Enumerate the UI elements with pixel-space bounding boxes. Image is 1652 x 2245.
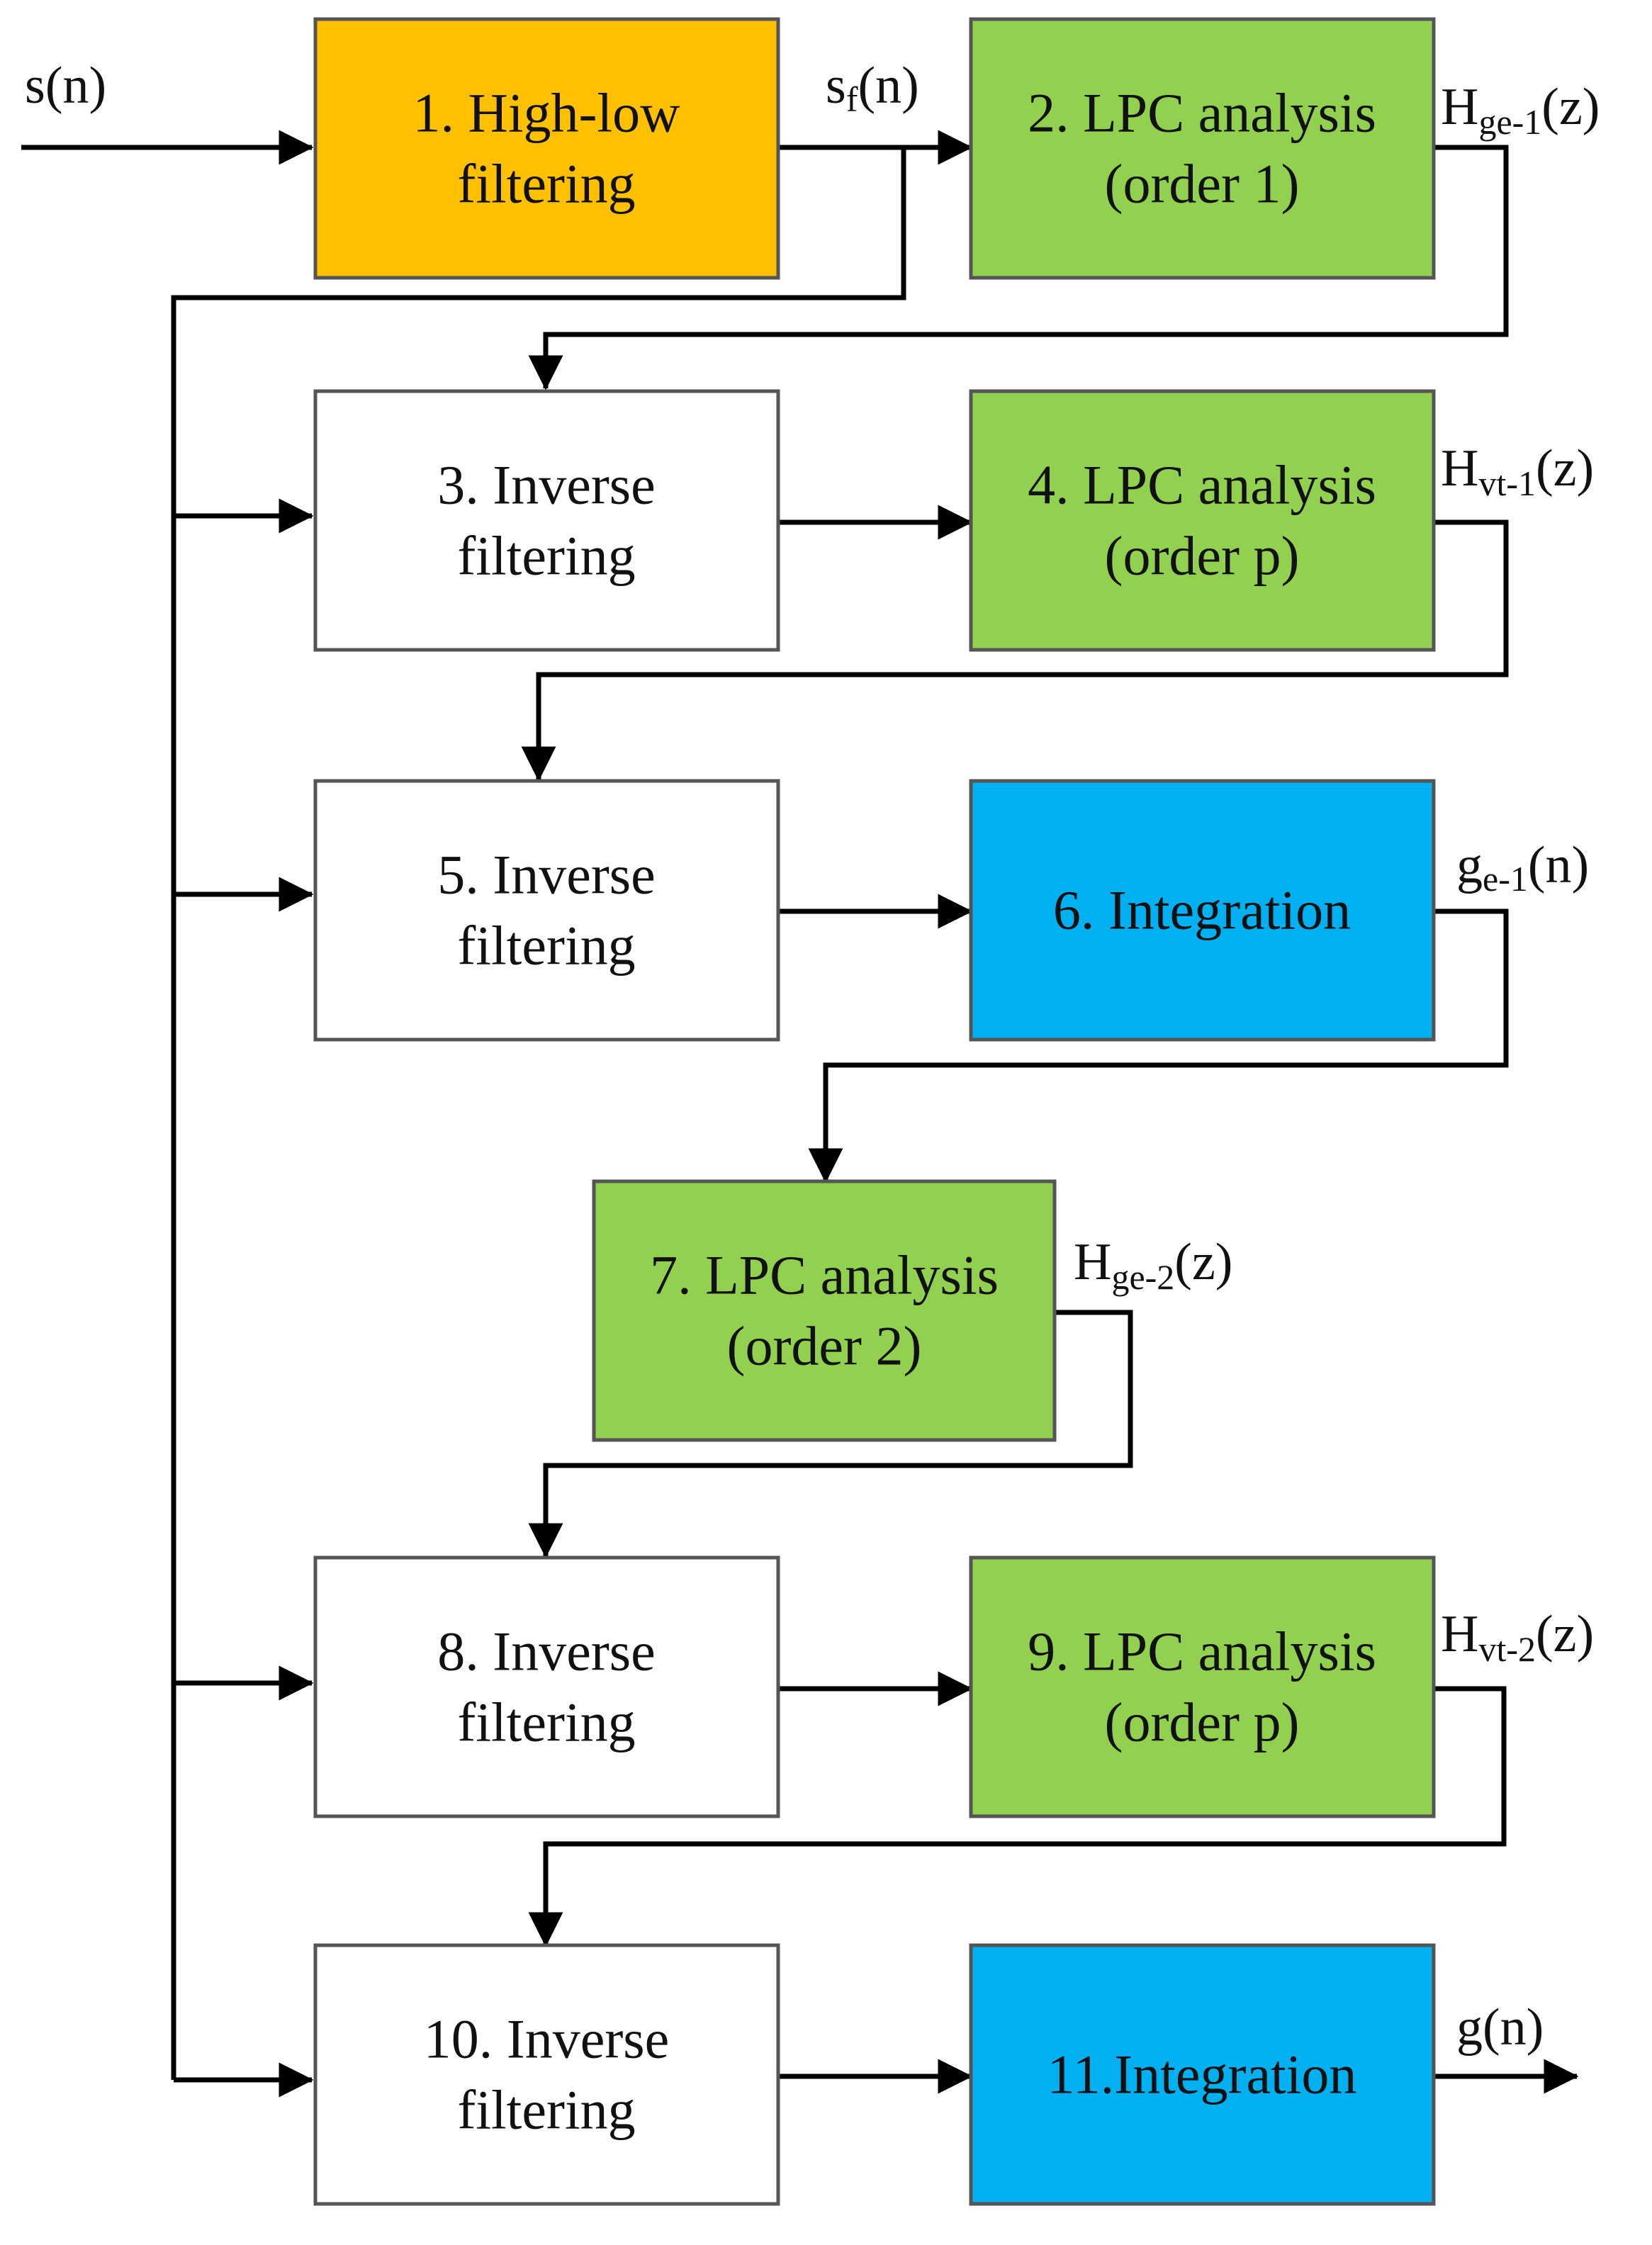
block-label-line: filtering	[457, 525, 635, 587]
block-label-line: 8. Inverse	[437, 1621, 656, 1682]
signal-hge2-z: Hge-2(z)	[1074, 1233, 1232, 1297]
block-lpc-analysis-order-p-4: 4. LPC analysis (order p)	[969, 389, 1436, 652]
signal-sf-n: sf(n)	[826, 57, 919, 119]
block-label-line: (order p)	[1104, 1692, 1299, 1753]
connections	[21, 130, 1579, 2098]
block-inverse-filtering-5: 5. Inverse filtering	[313, 779, 780, 1042]
block-label-line: 9. LPC analysis	[1028, 1621, 1376, 1682]
block-label-line: 3. Inverse	[437, 454, 656, 516]
block-label-line: 5. Inverse	[437, 844, 656, 906]
block-label-line: filtering	[457, 153, 635, 215]
signal-g-n: g(n)	[1456, 1998, 1544, 2056]
block-label-line: filtering	[457, 1692, 635, 1753]
block-lpc-analysis-order-p-9: 9. LPC analysis (order p)	[969, 1555, 1436, 1818]
svg-text:9. LPC analysis(order p): 9. LPC analysis (order p)	[1028, 1621, 1376, 1753]
block-label-line: (order p)	[1104, 525, 1299, 587]
block-inverse-filtering-8: 8. Inverse filtering	[313, 1555, 780, 1818]
svg-text:2. LPC analysis(order 1): 2. LPC analysis (order 1)	[1028, 82, 1376, 215]
wire-4-to-5	[521, 519, 1509, 782]
wire-6-to-7	[808, 908, 1509, 1183]
block-inverse-filtering-3: 3. Inverse filtering	[313, 389, 780, 652]
block-lpc-analysis-order-2: 7. LPC analysis (order 2)	[592, 1179, 1057, 1442]
block-integration-6: 6. Integration	[969, 779, 1436, 1042]
block-label-line: filtering	[457, 2079, 635, 2141]
signal-ge1-n: ge-1(n)	[1456, 836, 1589, 899]
svg-text:7. LPC analysis(order 2): 7. LPC analysis (order 2)	[650, 1244, 999, 1377]
wire-2-to-3	[528, 145, 1509, 390]
block-inverse-filtering-10: 10. Inverse filtering	[313, 1943, 780, 2206]
svg-text:4. LPC analysis(order p): 4. LPC analysis (order p)	[1028, 454, 1376, 587]
block-integration-11: 11.Integration	[969, 1943, 1436, 2206]
block-label-line: 1. High-low	[413, 82, 680, 144]
block-label-line: 2. LPC analysis	[1028, 82, 1376, 144]
block-label-line: (order 1)	[1104, 153, 1299, 215]
svg-text:11.Integration: 11.Integration	[1047, 2044, 1357, 2105]
svg-text:6. Integration: 6. Integration	[1053, 879, 1351, 941]
block-label-line: 11.Integration	[1047, 2044, 1357, 2105]
feed-branch	[171, 147, 906, 2080]
block-label-line: 7. LPC analysis	[650, 1244, 999, 1306]
block-label-line: filtering	[457, 915, 635, 977]
signal-hge1-z: Hge-1(z)	[1441, 78, 1600, 142]
wire-9-to-10	[528, 1686, 1507, 1947]
block-label-line: 4. LPC analysis	[1028, 454, 1376, 516]
signal-s-n: s(n)	[25, 57, 106, 115]
signal-hvt1-z: Hvt-1(z)	[1441, 439, 1594, 503]
block-label-line: (order 2)	[726, 1315, 921, 1377]
block-high-low-filtering: 1. High-low filtering	[313, 17, 780, 280]
signal-hvt2-z: Hvt-2(z)	[1441, 1605, 1594, 1669]
block-label-line: 10. Inverse	[424, 2008, 670, 2070]
block-lpc-analysis-order-1: 2. LPC analysis (order 1)	[969, 17, 1436, 280]
wire-7-to-8	[528, 1310, 1133, 1558]
block-label-line: 6. Integration	[1053, 879, 1351, 941]
